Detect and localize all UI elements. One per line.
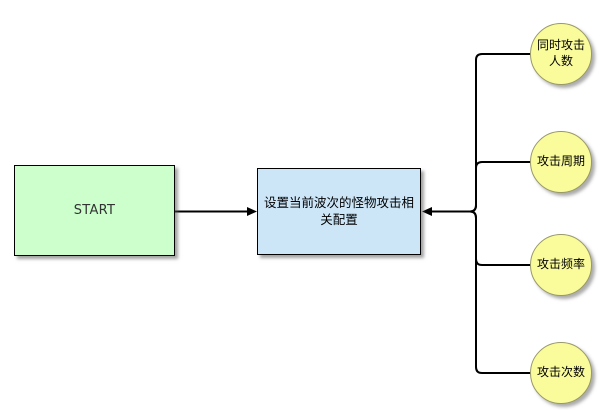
param-node-attack-cycle: 攻击周期 [530,131,592,193]
param-node-attack-frequency: 攻击频率 [530,234,592,296]
edge-param2-to-config [430,161,531,213]
edge-param3-to-config [430,210,531,266]
start-node: START [14,165,175,256]
config-node: 设置当前波次的怪物攻击相关配置 [257,168,421,255]
edge-param4-to-config [430,210,531,374]
param-node-attack-count: 攻击次数 [530,342,592,404]
param-node-label: 同时攻击人数 [537,38,586,68]
param-node-simultaneous-attackers: 同时攻击人数 [530,23,592,85]
arrowhead-into-config-right [422,207,432,216]
param-node-label: 攻击频率 [537,257,586,272]
arrowhead-into-config-left [247,207,257,216]
edge-param1-to-config [430,53,530,213]
param-node-label: 攻击周期 [537,154,586,169]
param-node-label: 攻击次数 [537,365,586,380]
config-node-label: 设置当前波次的怪物攻击相关配置 [263,195,414,227]
start-node-label: START [73,203,116,218]
